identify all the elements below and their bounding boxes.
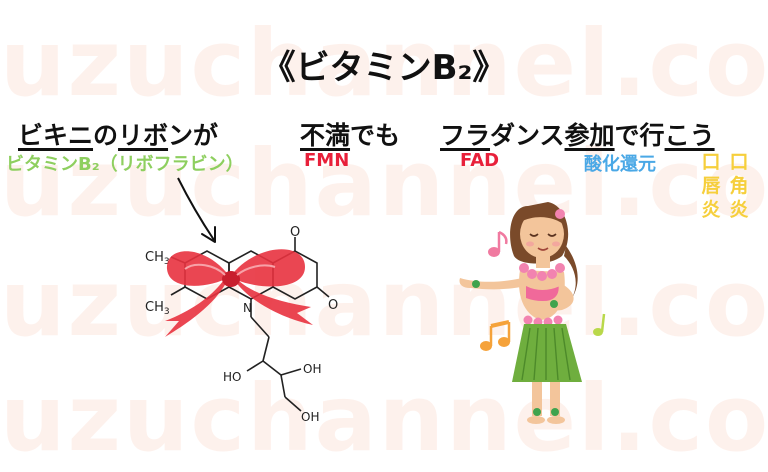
underlined-key: 不満: [300, 121, 351, 150]
underlined-key: フラ: [440, 121, 491, 150]
methyl-top-label: CH3: [145, 250, 170, 267]
riboflavin-structure: CH3 CH3 O O N HO OH OH: [145, 225, 338, 424]
angular-cheilitis-label: 口角炎: [729, 151, 749, 221]
music-note-icon: [480, 320, 511, 351]
watermark-text: uzuchannel.com: [0, 365, 768, 472]
redox-label: 酸化還元: [584, 154, 656, 175]
fad-label: FAD: [460, 150, 500, 171]
hydroxyl-label: HO: [223, 370, 241, 384]
cheilitis-label: 口唇炎: [701, 151, 721, 221]
watermark-text: uzuchannel.com: [0, 250, 768, 357]
mnemonic-phrase-1: ビキニのリボンが: [18, 116, 218, 152]
phrase-text: ンが: [168, 121, 219, 150]
mnemonic-phrase-2: 不満でも: [300, 116, 400, 152]
oxygen-right-label: O: [328, 298, 338, 313]
phrase-text: でも: [350, 121, 401, 150]
watermark-text: uzuchannel.com: [0, 130, 768, 237]
music-note-icon: [488, 230, 508, 257]
underlined-key: リボ: [118, 121, 169, 150]
hydroxyl-label: OH: [303, 362, 321, 376]
phrase-text: ダンス: [490, 121, 565, 150]
methyl-bottom-label: CH3: [145, 300, 170, 317]
phrase-text: の: [93, 121, 119, 150]
page-title: 《ビタミンB₂》: [261, 48, 507, 88]
nitrogen-label: N: [243, 301, 252, 315]
underlined-key: 参加: [564, 121, 615, 150]
underlined-key: ビキニ: [18, 121, 94, 150]
watermark-text: uzuchannel.com: [0, 10, 768, 117]
fmn-label: FMN: [304, 150, 350, 171]
vitamin-label: ビタミンB₂（リボフラビン）: [6, 154, 244, 175]
music-note-icon: [593, 313, 606, 336]
oxygen-top-label: O: [290, 225, 300, 240]
ribbon-bow-icon: [165, 249, 313, 337]
phrase-text: で行: [614, 121, 665, 150]
hydroxyl-label: OH: [301, 410, 319, 424]
mnemonic-phrase-3: フラダンス参加で行こう: [440, 116, 715, 152]
hula-dancer-illustration: [459, 202, 606, 424]
arrow-icon: [177, 177, 216, 243]
underlined-key: こう: [664, 121, 715, 150]
